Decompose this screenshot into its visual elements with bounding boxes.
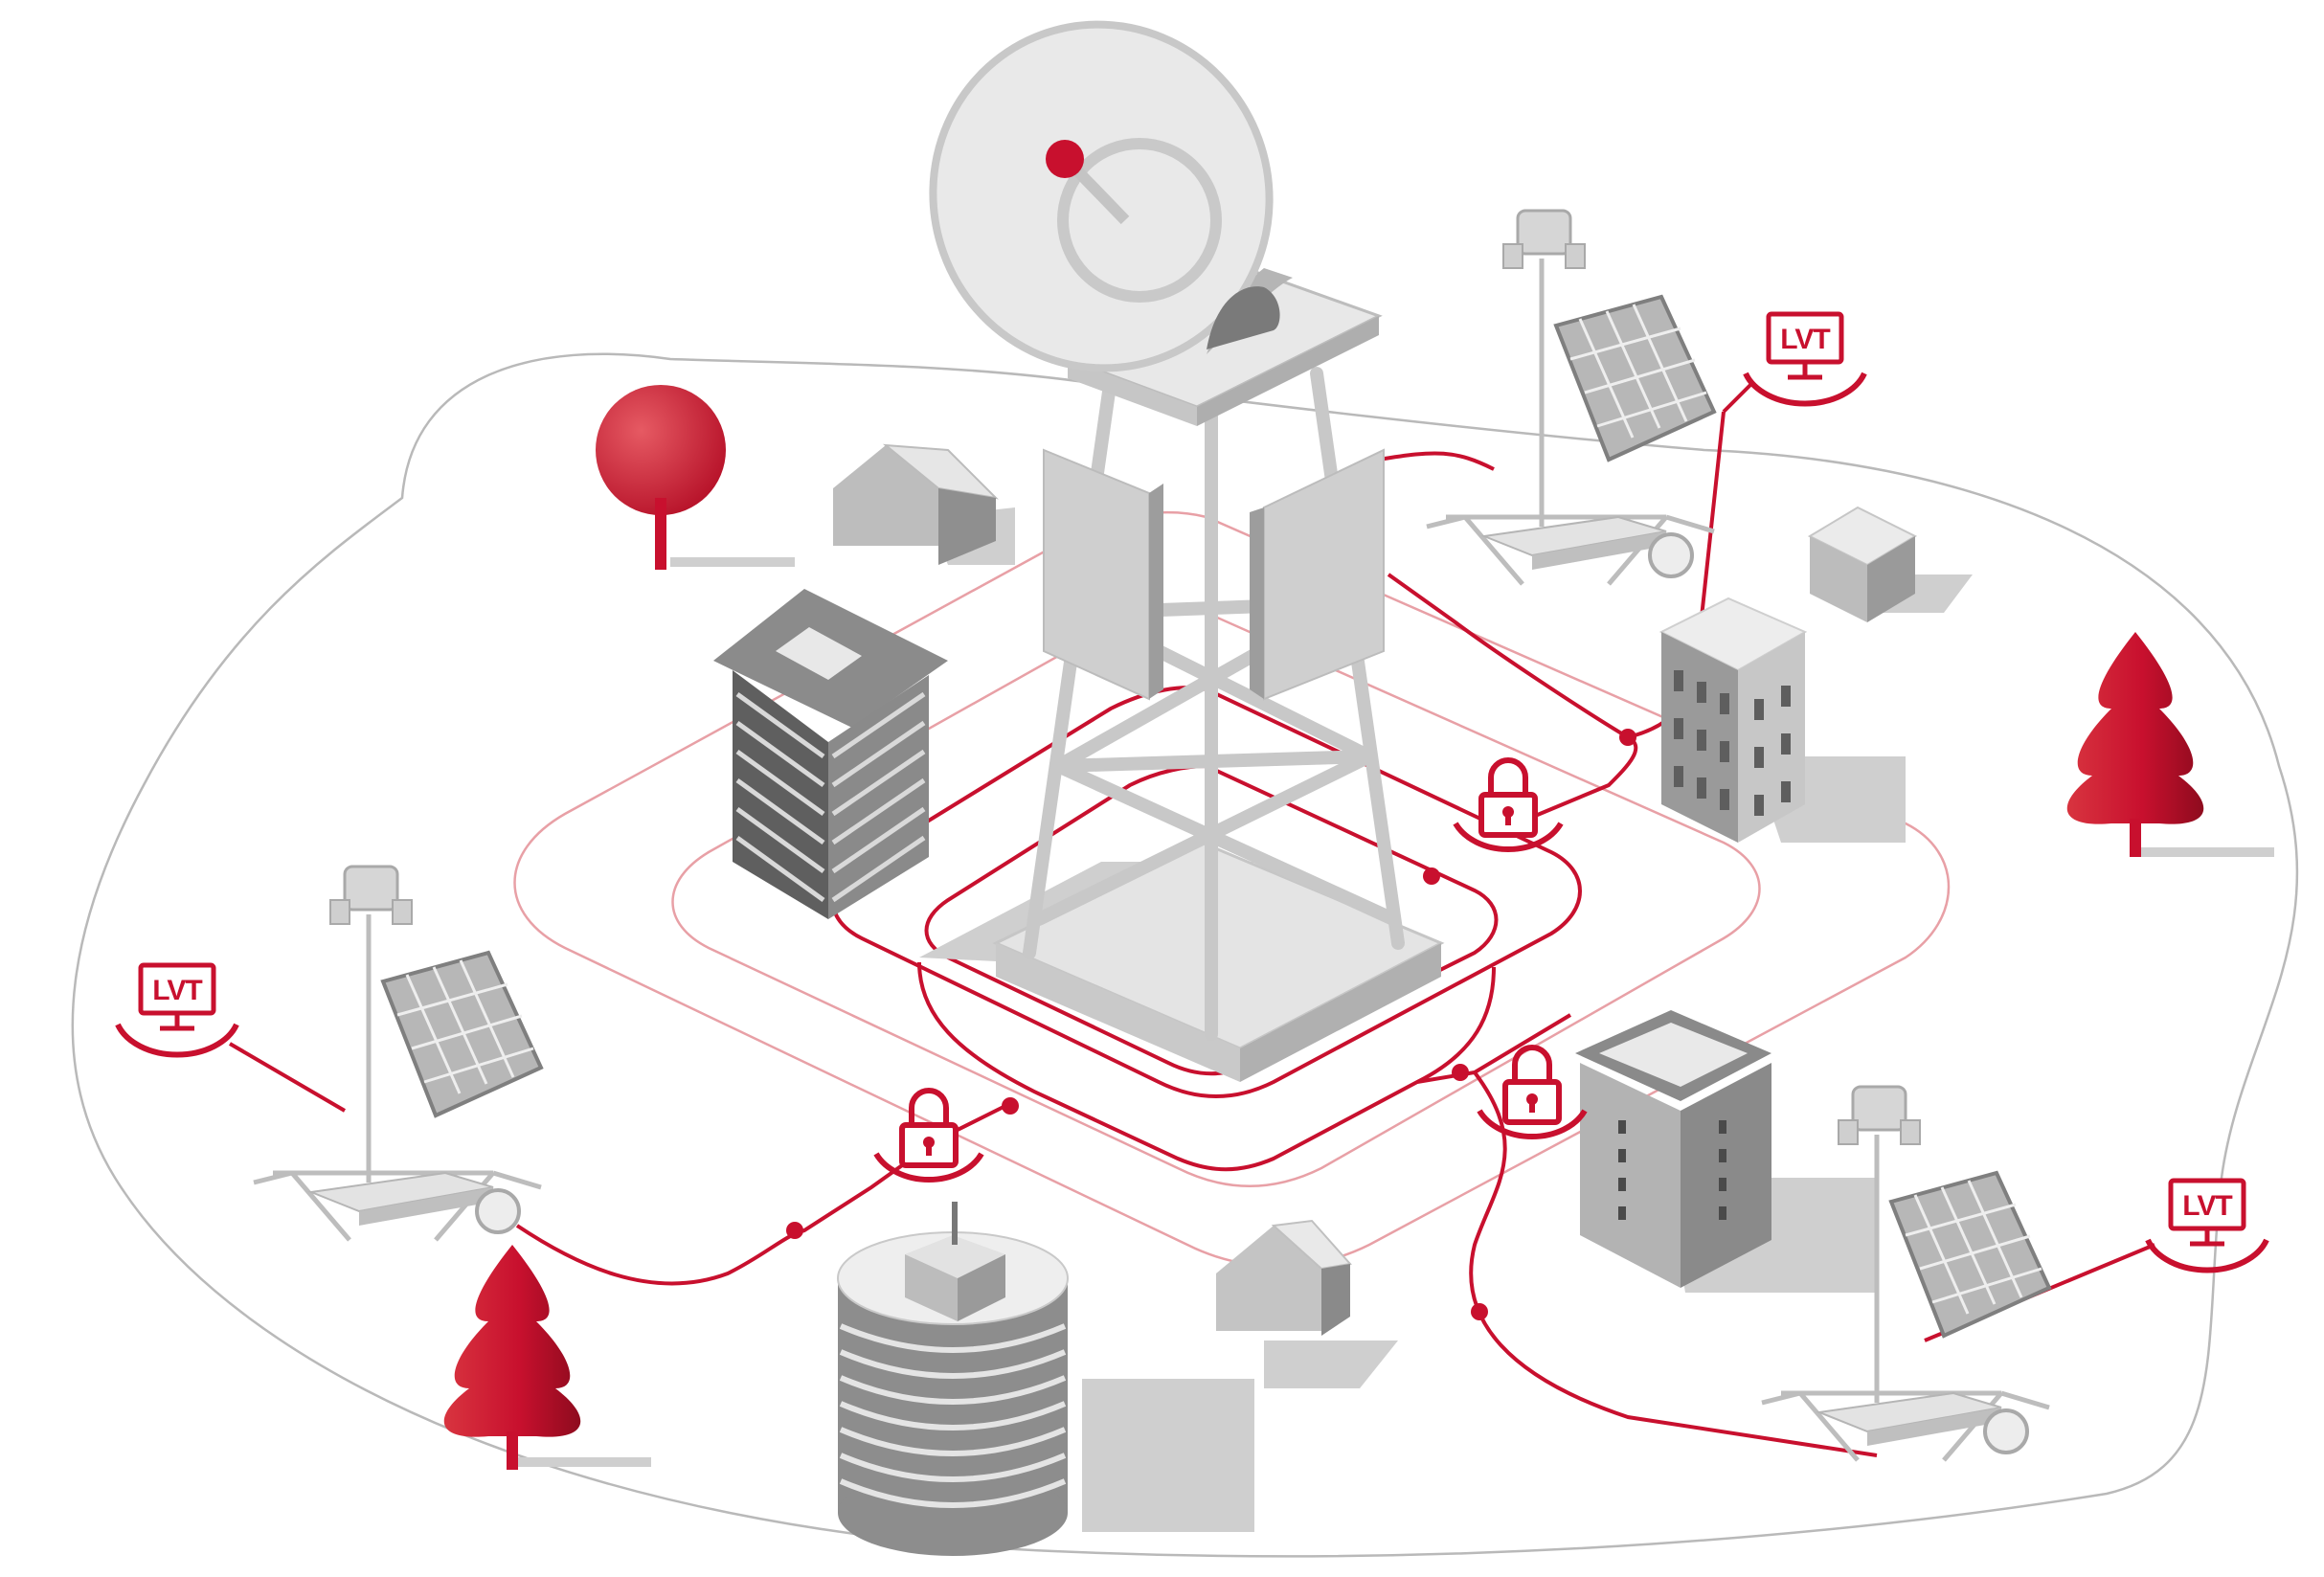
network-rings-dark	[831, 686, 1582, 1172]
solar-trailer-icon	[1761, 1085, 2052, 1462]
area-boundary	[71, 352, 2299, 1558]
house-icon	[1216, 1219, 1352, 1336]
solar-trailer-icon	[253, 865, 544, 1242]
house-icon	[833, 443, 999, 565]
lock-icon	[873, 1088, 984, 1183]
lock-icon	[1453, 757, 1564, 853]
network-nodes	[786, 729, 1636, 1320]
monitor-icon: LVT	[115, 962, 239, 1058]
building-icon	[1807, 506, 1918, 622]
building-icon	[1575, 1010, 1771, 1288]
tree-icon	[443, 1245, 581, 1470]
monitor-label: LVT	[152, 975, 202, 1006]
tree-icon	[2066, 632, 2204, 857]
panel-antenna-icon	[1250, 448, 1385, 701]
panel-antenna-icon	[1043, 448, 1163, 701]
monitor-icon: LVT	[1743, 311, 1867, 407]
solar-trailer-icon	[1426, 209, 1717, 586]
tower-icon	[992, 266, 1445, 1082]
building-icon	[1658, 597, 1808, 843]
lock-icon	[1477, 1045, 1588, 1140]
tree-icon	[596, 385, 726, 570]
building-icon	[837, 1202, 1069, 1556]
monitor-label: LVT	[2182, 1190, 2232, 1222]
building-icon	[713, 589, 948, 919]
monitor-icon: LVT	[2145, 1178, 2269, 1273]
monitor-label: LVT	[1780, 324, 1830, 355]
satellite-dish-icon	[929, 20, 1293, 372]
